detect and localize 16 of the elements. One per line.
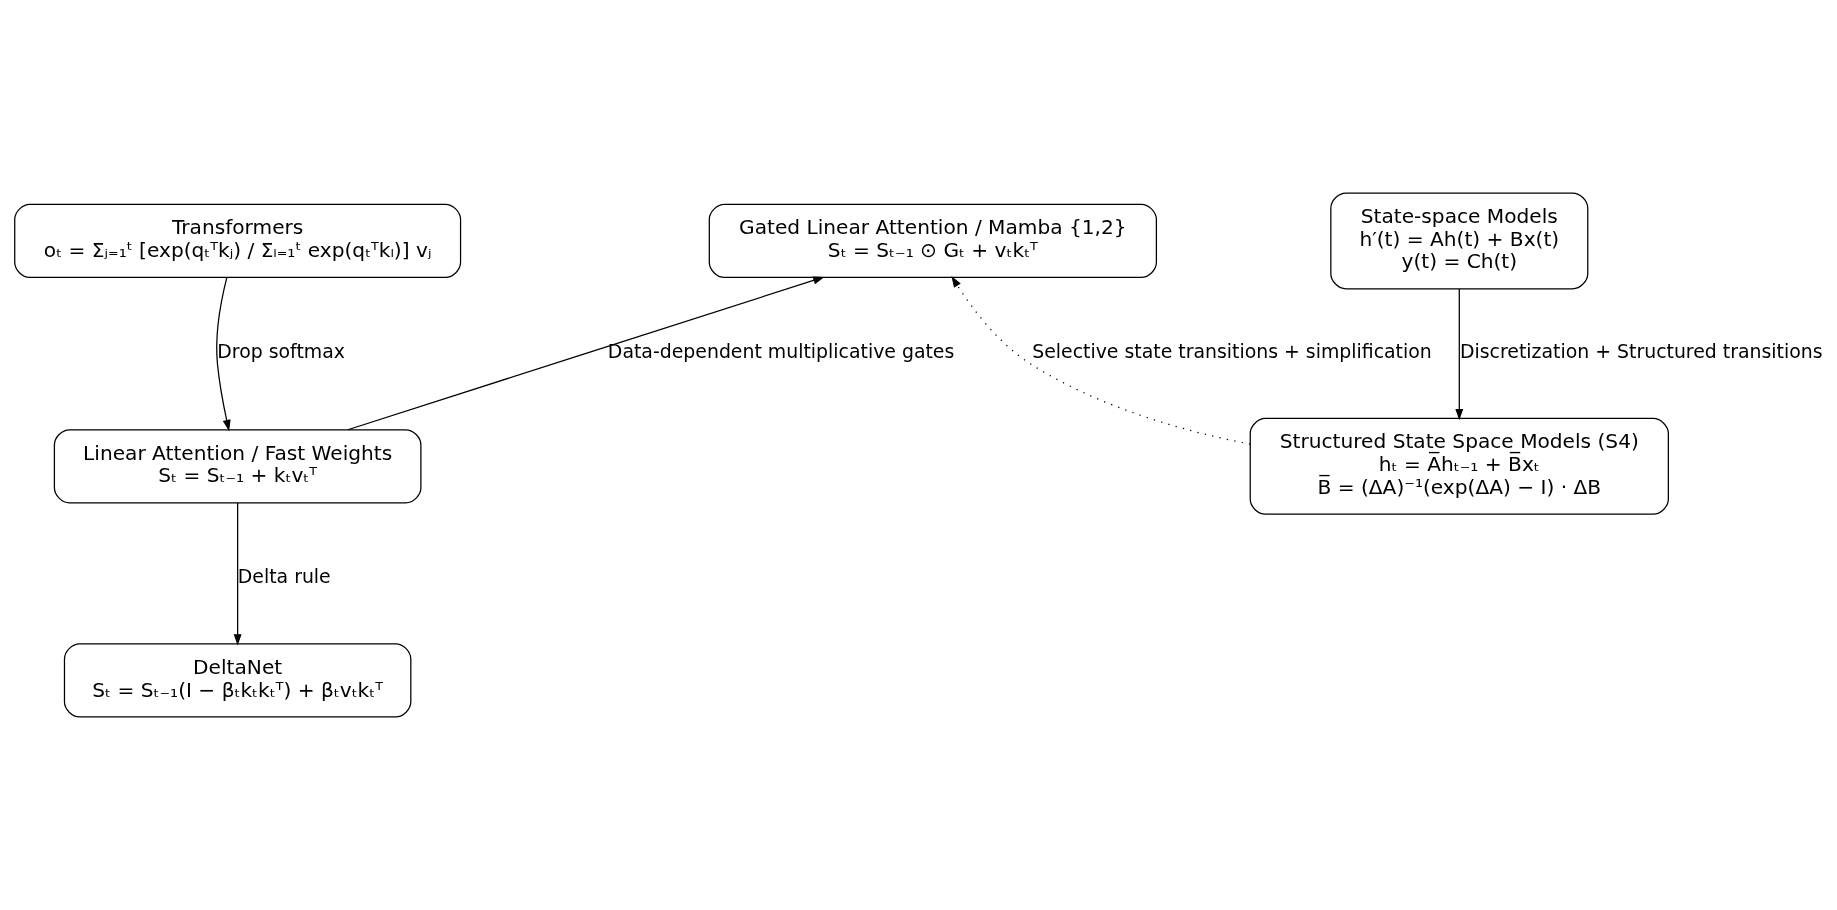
arrow	[215, 277, 231, 432]
edge-label: Selective state transitions + simplification	[1031, 340, 1432, 363]
arrow	[950, 275, 1251, 445]
edge-label: Delta rule	[237, 565, 331, 588]
node-box: State-space Models h′(t) = Ah(t) + Bx(t) y(t) = Ch(t)	[1329, 192, 1588, 290]
node-box: Linear Attention / Fast Weights Sₜ = Sₜ₋₁ + kₜvₜᵀ	[53, 429, 421, 504]
node-box: DeltaNet Sₜ = Sₜ₋₁(I − βₜkₜkₜᵀ) + βₜvₜkₜᵀ	[63, 643, 411, 718]
arrow	[1454, 288, 1463, 421]
edge-label: Data-dependent multiplicative gates	[607, 340, 954, 363]
node-box: Gated Linear Attention / Mamba {1,2} Sₜ = Sₜ₋₁ ⊙ Gₜ + vₜkₜᵀ	[708, 203, 1157, 279]
edge-label: Drop softmax	[216, 340, 345, 363]
edge-label: Discretization + Structured transitions	[1459, 340, 1823, 363]
node-box: Transformers oₜ = Σⱼ₌₁ᵗ [exp(qₜᵀkⱼ) / Σₗ₌₁ᵗ exp(qₜᵀkₗ)] vⱼ	[13, 203, 461, 279]
arrow	[233, 502, 242, 646]
arrow	[346, 276, 824, 431]
node-box: Structured State Space Models (S4) hₜ = A̅hₜ₋₁ + B̅xₜ B̅ = (ΔA)⁻¹(exp(ΔA) − I) · ΔB	[1249, 417, 1669, 515]
